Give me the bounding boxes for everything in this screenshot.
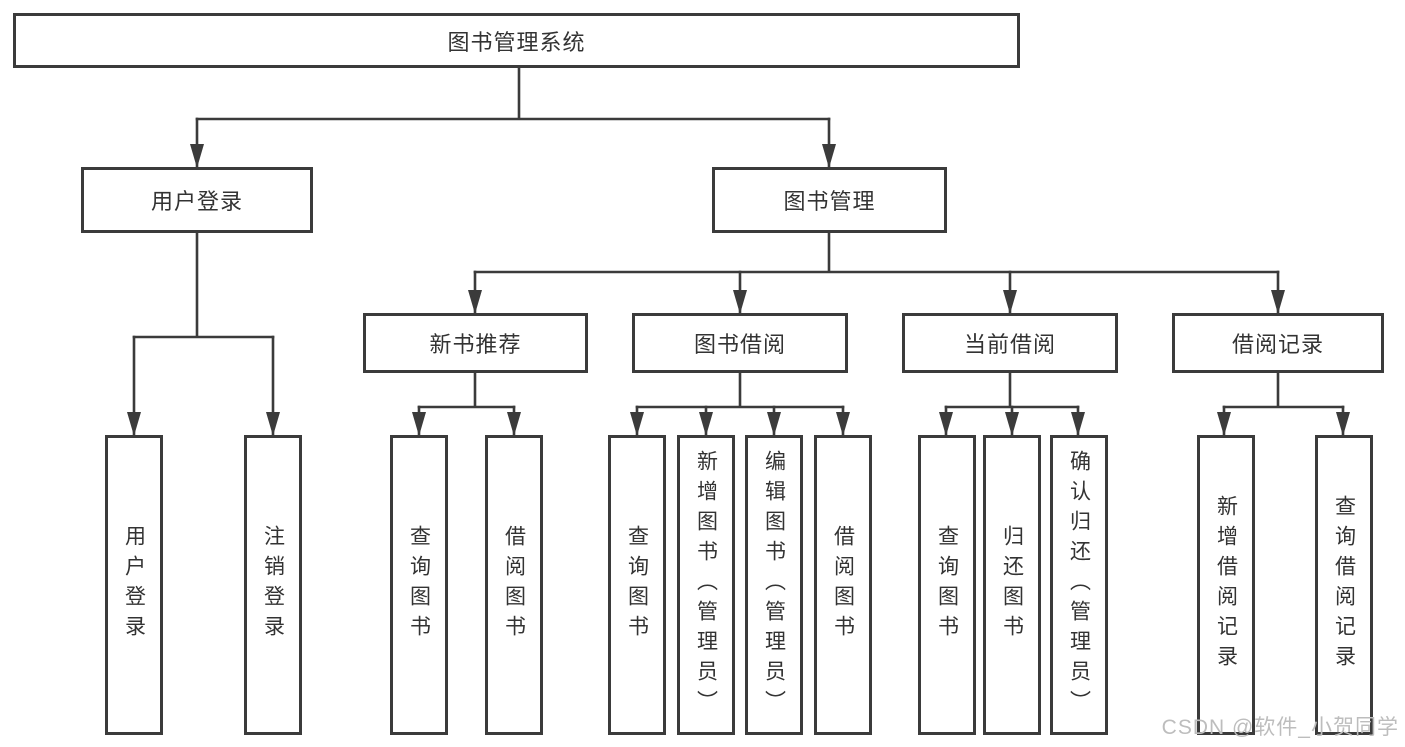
node-label: 新书推荐 [429, 332, 522, 357]
leaf-label: 借阅图书 [502, 525, 526, 645]
node-borrow-records: 借阅记录 [1172, 313, 1384, 373]
leaf-label: 用户登录 [122, 525, 146, 645]
leaf-borrow-books-borrow: 借阅图书 [814, 435, 872, 735]
leaf-label: 新增借阅记录 [1214, 495, 1238, 675]
node-label: 图书管理系统 [447, 29, 586, 55]
leaf-label: 归还图书 [1000, 525, 1024, 645]
node-label: 用户登录 [150, 189, 243, 214]
leaf-add-book-admin: 新增图书（管理员） [677, 435, 735, 735]
node-book-borrow: 图书借阅 [632, 313, 848, 373]
leaf-label: 新增图书（管理员） [694, 450, 718, 720]
leaf-label: 确认归还（管理员） [1067, 450, 1091, 720]
leaf-label: 查询图书 [935, 525, 959, 645]
leaf-label: 编辑图书（管理员） [762, 450, 786, 720]
leaf-label: 借阅图书 [831, 525, 855, 645]
csdn-watermark: CSDN @软件_小贺同学 [1161, 716, 1399, 739]
leaf-label: 查询图书 [625, 525, 649, 645]
leaf-logout: 注销登录 [244, 435, 302, 735]
node-label: 图书管理 [783, 189, 876, 214]
leaf-add-borrow-record: 新增借阅记录 [1197, 435, 1255, 735]
node-library-management-system: 图书管理系统 [13, 13, 1020, 68]
leaf-query-books-current: 查询图书 [918, 435, 976, 735]
leaf-label: 查询图书 [407, 525, 431, 645]
node-new-book-recommend: 新书推荐 [363, 313, 588, 373]
leaf-borrow-books-newbook: 借阅图书 [485, 435, 543, 735]
leaf-edit-book-admin: 编辑图书（管理员） [745, 435, 803, 735]
node-current-borrow: 当前借阅 [902, 313, 1118, 373]
node-label: 图书借阅 [693, 332, 786, 357]
node-user-login: 用户登录 [81, 167, 313, 233]
leaf-query-borrow-record: 查询借阅记录 [1315, 435, 1373, 735]
leaf-return-books: 归还图书 [983, 435, 1041, 735]
node-book-management: 图书管理 [712, 167, 947, 233]
leaf-query-books-borrow: 查询图书 [608, 435, 666, 735]
leaf-confirm-return-admin: 确认归还（管理员） [1050, 435, 1108, 735]
leaf-query-books-newbook: 查询图书 [390, 435, 448, 735]
leaf-label: 查询借阅记录 [1332, 495, 1356, 675]
node-label: 当前借阅 [963, 332, 1056, 357]
leaf-user-login: 用户登录 [105, 435, 163, 735]
node-label: 借阅记录 [1231, 332, 1324, 357]
leaf-label: 注销登录 [261, 525, 285, 645]
